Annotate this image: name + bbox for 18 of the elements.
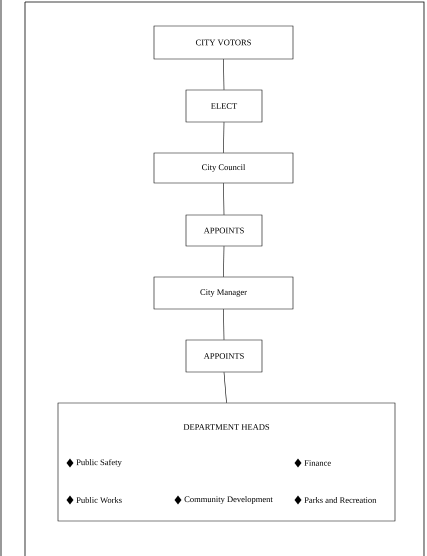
- process-box: City Manager: [154, 276, 294, 310]
- list-item: Public Safety: [66, 458, 122, 468]
- process-box: CITY VOTORS: [154, 26, 294, 60]
- connector-line: [224, 372, 227, 403]
- connector-line: [223, 309, 224, 340]
- process-box: APPOINTS: [186, 214, 262, 246]
- list-item: Parks and Recreation: [294, 496, 376, 504]
- connector-line: [223, 122, 224, 153]
- connector-line: [223, 183, 224, 215]
- department-box: DEPARTMENT HEADS Public Safety Finance Public Works Community Development Parks and Recreation: [58, 402, 396, 522]
- process-box: City Council: [154, 152, 294, 184]
- process-box: APPOINTS: [186, 340, 262, 372]
- process-box: ELECT: [186, 90, 262, 122]
- list-item: Public Works: [66, 496, 122, 504]
- connector-line: [223, 246, 224, 277]
- list-item: Community Development: [174, 496, 273, 504]
- list-item: Finance: [294, 458, 331, 468]
- connector-line: [223, 59, 224, 90]
